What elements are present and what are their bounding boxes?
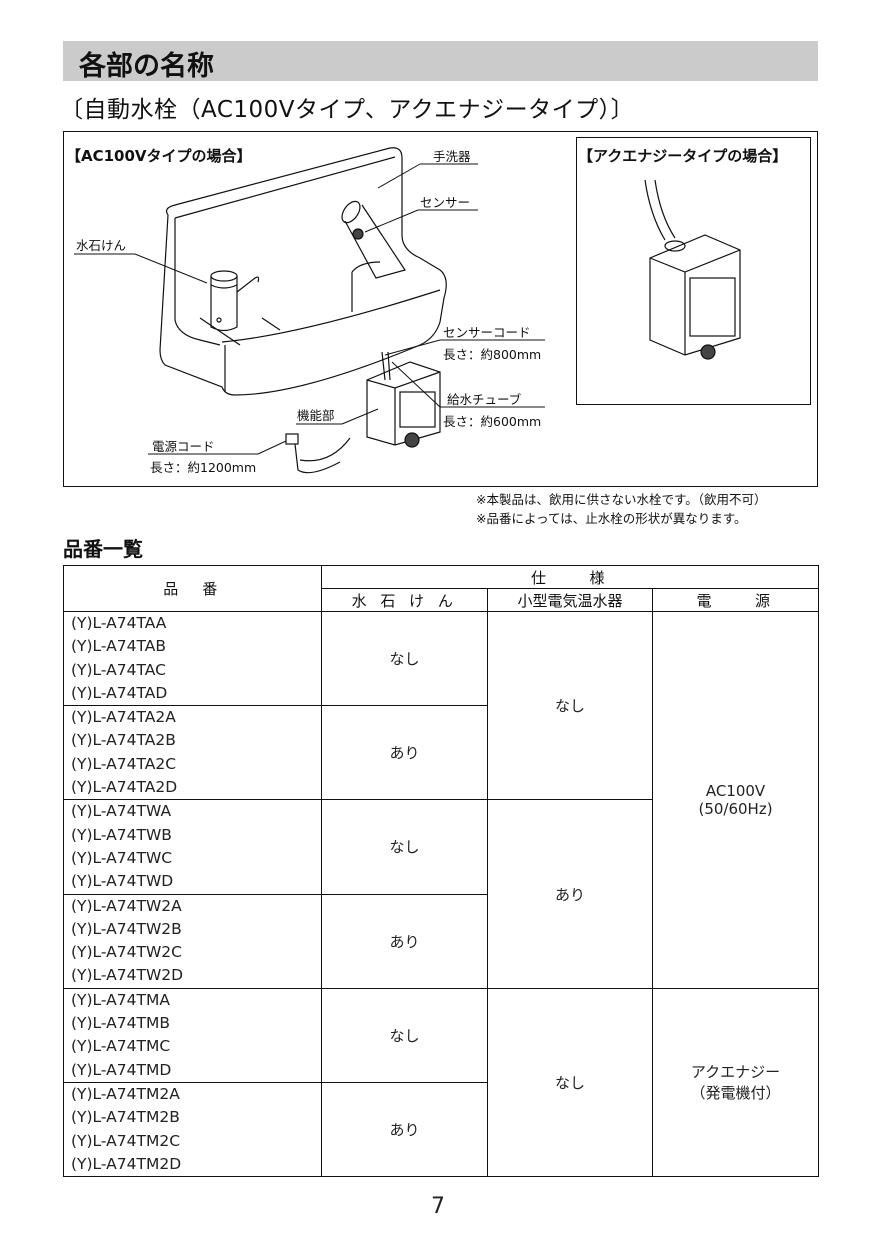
model-list: (Y)L-A74TW2A(Y)L-A74TW2B(Y)L-A74TW2C(Y)L…: [63, 893, 322, 989]
table-row: (Y)L-A74TMA(Y)L-A74TMB(Y)L-A74TMC(Y)L-A7…: [63, 987, 820, 1178]
model-list: (Y)L-A74TAA(Y)L-A74TAB(Y)L-A74TAC(Y)L-A7…: [63, 610, 322, 707]
callout-power-cord-length: 長さ：約1200mm: [150, 460, 257, 475]
model-list-heading: 品番一覧: [63, 537, 143, 561]
note-non-potable: ※本製品は、飲用に供さない水栓です。（飲用不可）: [476, 492, 767, 507]
header-soap: 水 石 け ん: [321, 588, 488, 612]
model-list: (Y)L-A74TWA(Y)L-A74TWB(Y)L-A74TWC(Y)L-A7…: [63, 799, 322, 895]
aquaenergy-unit-illustration: [644, 179, 741, 360]
header-power: 電 源: [651, 588, 820, 612]
table-row: (Y)L-A74TAA(Y)L-A74TAB(Y)L-A74TAC(Y)L-A7…: [63, 610, 820, 989]
basin-illustration: [159, 147, 447, 396]
model-list: (Y)L-A74TA2A(Y)L-A74TA2B(Y)L-A74TA2C(Y)L…: [63, 705, 322, 801]
callout-power-cord: 電源コード: [152, 439, 215, 454]
callout-soap: 水石けん: [76, 238, 127, 253]
model-list: (Y)L-A74TMA(Y)L-A74TMB(Y)L-A74TMC(Y)L-A7…: [63, 987, 322, 1083]
page-subtitle: 〔自動水栓（AC100Vタイプ、アクエナジータイプ）〕: [60, 97, 635, 123]
soap-value: なし: [321, 610, 488, 707]
heater-value: あり: [487, 799, 653, 989]
function-unit-illustration: [285, 351, 441, 474]
soap-value: なし: [321, 987, 488, 1083]
header-spec: 仕 様: [320, 565, 820, 589]
soap-value: あり: [321, 893, 488, 989]
table-row: (Y)L-A74TW2A(Y)L-A74TW2B(Y)L-A74TW2C(Y)L…: [63, 893, 819, 989]
callout-sensor-cord: センサーコード: [443, 325, 531, 340]
table-row: (Y)L-A74TWA(Y)L-A74TWB(Y)L-A74TWC(Y)L-A7…: [63, 799, 819, 989]
section-title-bar: 各部の名称: [63, 41, 818, 82]
model-spec-table: 品 番 仕 様 水 石 け ん 小型電気温水器 電 源 (Y)L-A74TAA(…: [63, 565, 820, 1178]
model-list: (Y)L-A74TM2A(Y)L-A74TM2B(Y)L-A74TM2C(Y)L…: [63, 1081, 322, 1178]
header-heater: 小型電気温水器: [487, 588, 653, 612]
soap-value: あり: [321, 705, 488, 801]
callout-sensor-cord-length: 長さ：約800mm: [443, 347, 542, 362]
sensor-faucet-illustration: [341, 200, 406, 279]
table-row: (Y)L-A74TM2A(Y)L-A74TM2B(Y)L-A74TM2C(Y)L…: [63, 1081, 819, 1178]
heater-value: なし: [487, 987, 653, 1178]
header-model: 品 番: [63, 565, 322, 612]
soap-value: あり: [321, 1081, 488, 1178]
ac100v-figure-label: 【AC100Vタイプの場合】: [66, 147, 252, 165]
table-row: (Y)L-A74TA2A(Y)L-A74TA2B(Y)L-A74TA2C(Y)L…: [63, 705, 819, 801]
heater-value: なし: [487, 610, 653, 801]
product-illustration: [74, 147, 741, 474]
callout-leader-lines: [74, 163, 545, 455]
callout-supply-tube: 給水チューブ: [447, 392, 522, 407]
note-stop-valve: ※品番によっては、止水栓の形状が異なります。: [476, 511, 747, 526]
power-value-ac100v: AC100V(50/60Hz): [651, 611, 820, 989]
callout-sensor: センサー: [420, 195, 471, 210]
soap-value: なし: [321, 799, 488, 895]
parts-figure: [63, 131, 818, 487]
power-value-aquaenergy: アクエナジー（発電機付）: [651, 987, 820, 1178]
aquaenergy-figure-box: [576, 137, 811, 405]
callout-function-unit: 機能部: [297, 408, 335, 423]
aquaenergy-figure-label: 【アクエナジータイプの場合】: [578, 147, 788, 165]
page-number: 7: [431, 1194, 445, 1219]
soap-dispenser-illustration: [210, 270, 260, 332]
page-title: 各部の名称: [79, 51, 214, 82]
callout-supply-tube-length: 長さ：約600mm: [443, 414, 542, 429]
callout-basin: 手洗器: [433, 149, 471, 164]
